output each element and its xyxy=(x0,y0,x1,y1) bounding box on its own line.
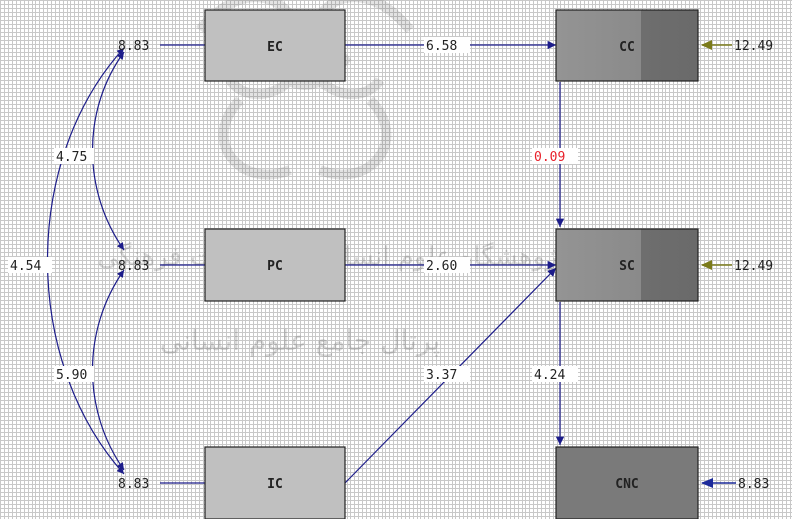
error-cc-label: 12.49 xyxy=(734,39,773,54)
coefficient-labels: 6.58 2.60 3.37 0.09 4.24 xyxy=(424,37,578,383)
cov-pc-ic-curve xyxy=(93,270,125,470)
watermark-line2: پرتال جامع علوم انسانی xyxy=(160,324,440,357)
node-ic[interactable]: IC xyxy=(205,447,345,519)
node-pc-label: PC xyxy=(267,259,283,274)
coef-sc-cnc: 4.24 xyxy=(534,368,565,383)
error-ic-label: 8.83 xyxy=(118,477,149,492)
cov-ec-ic-label: 4.54 xyxy=(10,259,41,274)
node-sc-label: SC xyxy=(619,259,635,274)
covariance-labels: 4.75 5.90 4.54 xyxy=(8,148,94,383)
node-cnc-label: CNC xyxy=(615,477,638,492)
coef-cc-sc: 0.09 xyxy=(534,150,565,165)
node-pc[interactable]: PC xyxy=(205,229,345,301)
error-sc-label: 12.49 xyxy=(734,259,773,274)
node-ic-label: IC xyxy=(267,477,283,492)
node-ec[interactable]: EC xyxy=(205,10,345,81)
node-cc-label: CC xyxy=(619,40,635,55)
error-cnc-label: 8.83 xyxy=(738,477,769,492)
error-pc-label: 8.83 xyxy=(118,259,149,274)
cov-pc-ic-label: 5.90 xyxy=(56,368,87,383)
node-cnc[interactable]: CNC xyxy=(556,447,698,519)
coef-ic-sc: 3.37 xyxy=(426,368,457,383)
endogenous-error-arrows xyxy=(701,40,736,488)
cov-ec-pc-label: 4.75 xyxy=(56,150,87,165)
node-sc[interactable]: SC xyxy=(556,229,698,301)
coef-pc-sc: 2.60 xyxy=(426,259,457,274)
coef-ec-cc: 6.58 xyxy=(426,39,457,54)
node-ec-label: EC xyxy=(267,40,283,55)
error-ec-label: 8.83 xyxy=(118,39,149,54)
node-cc[interactable]: CC xyxy=(556,10,698,81)
